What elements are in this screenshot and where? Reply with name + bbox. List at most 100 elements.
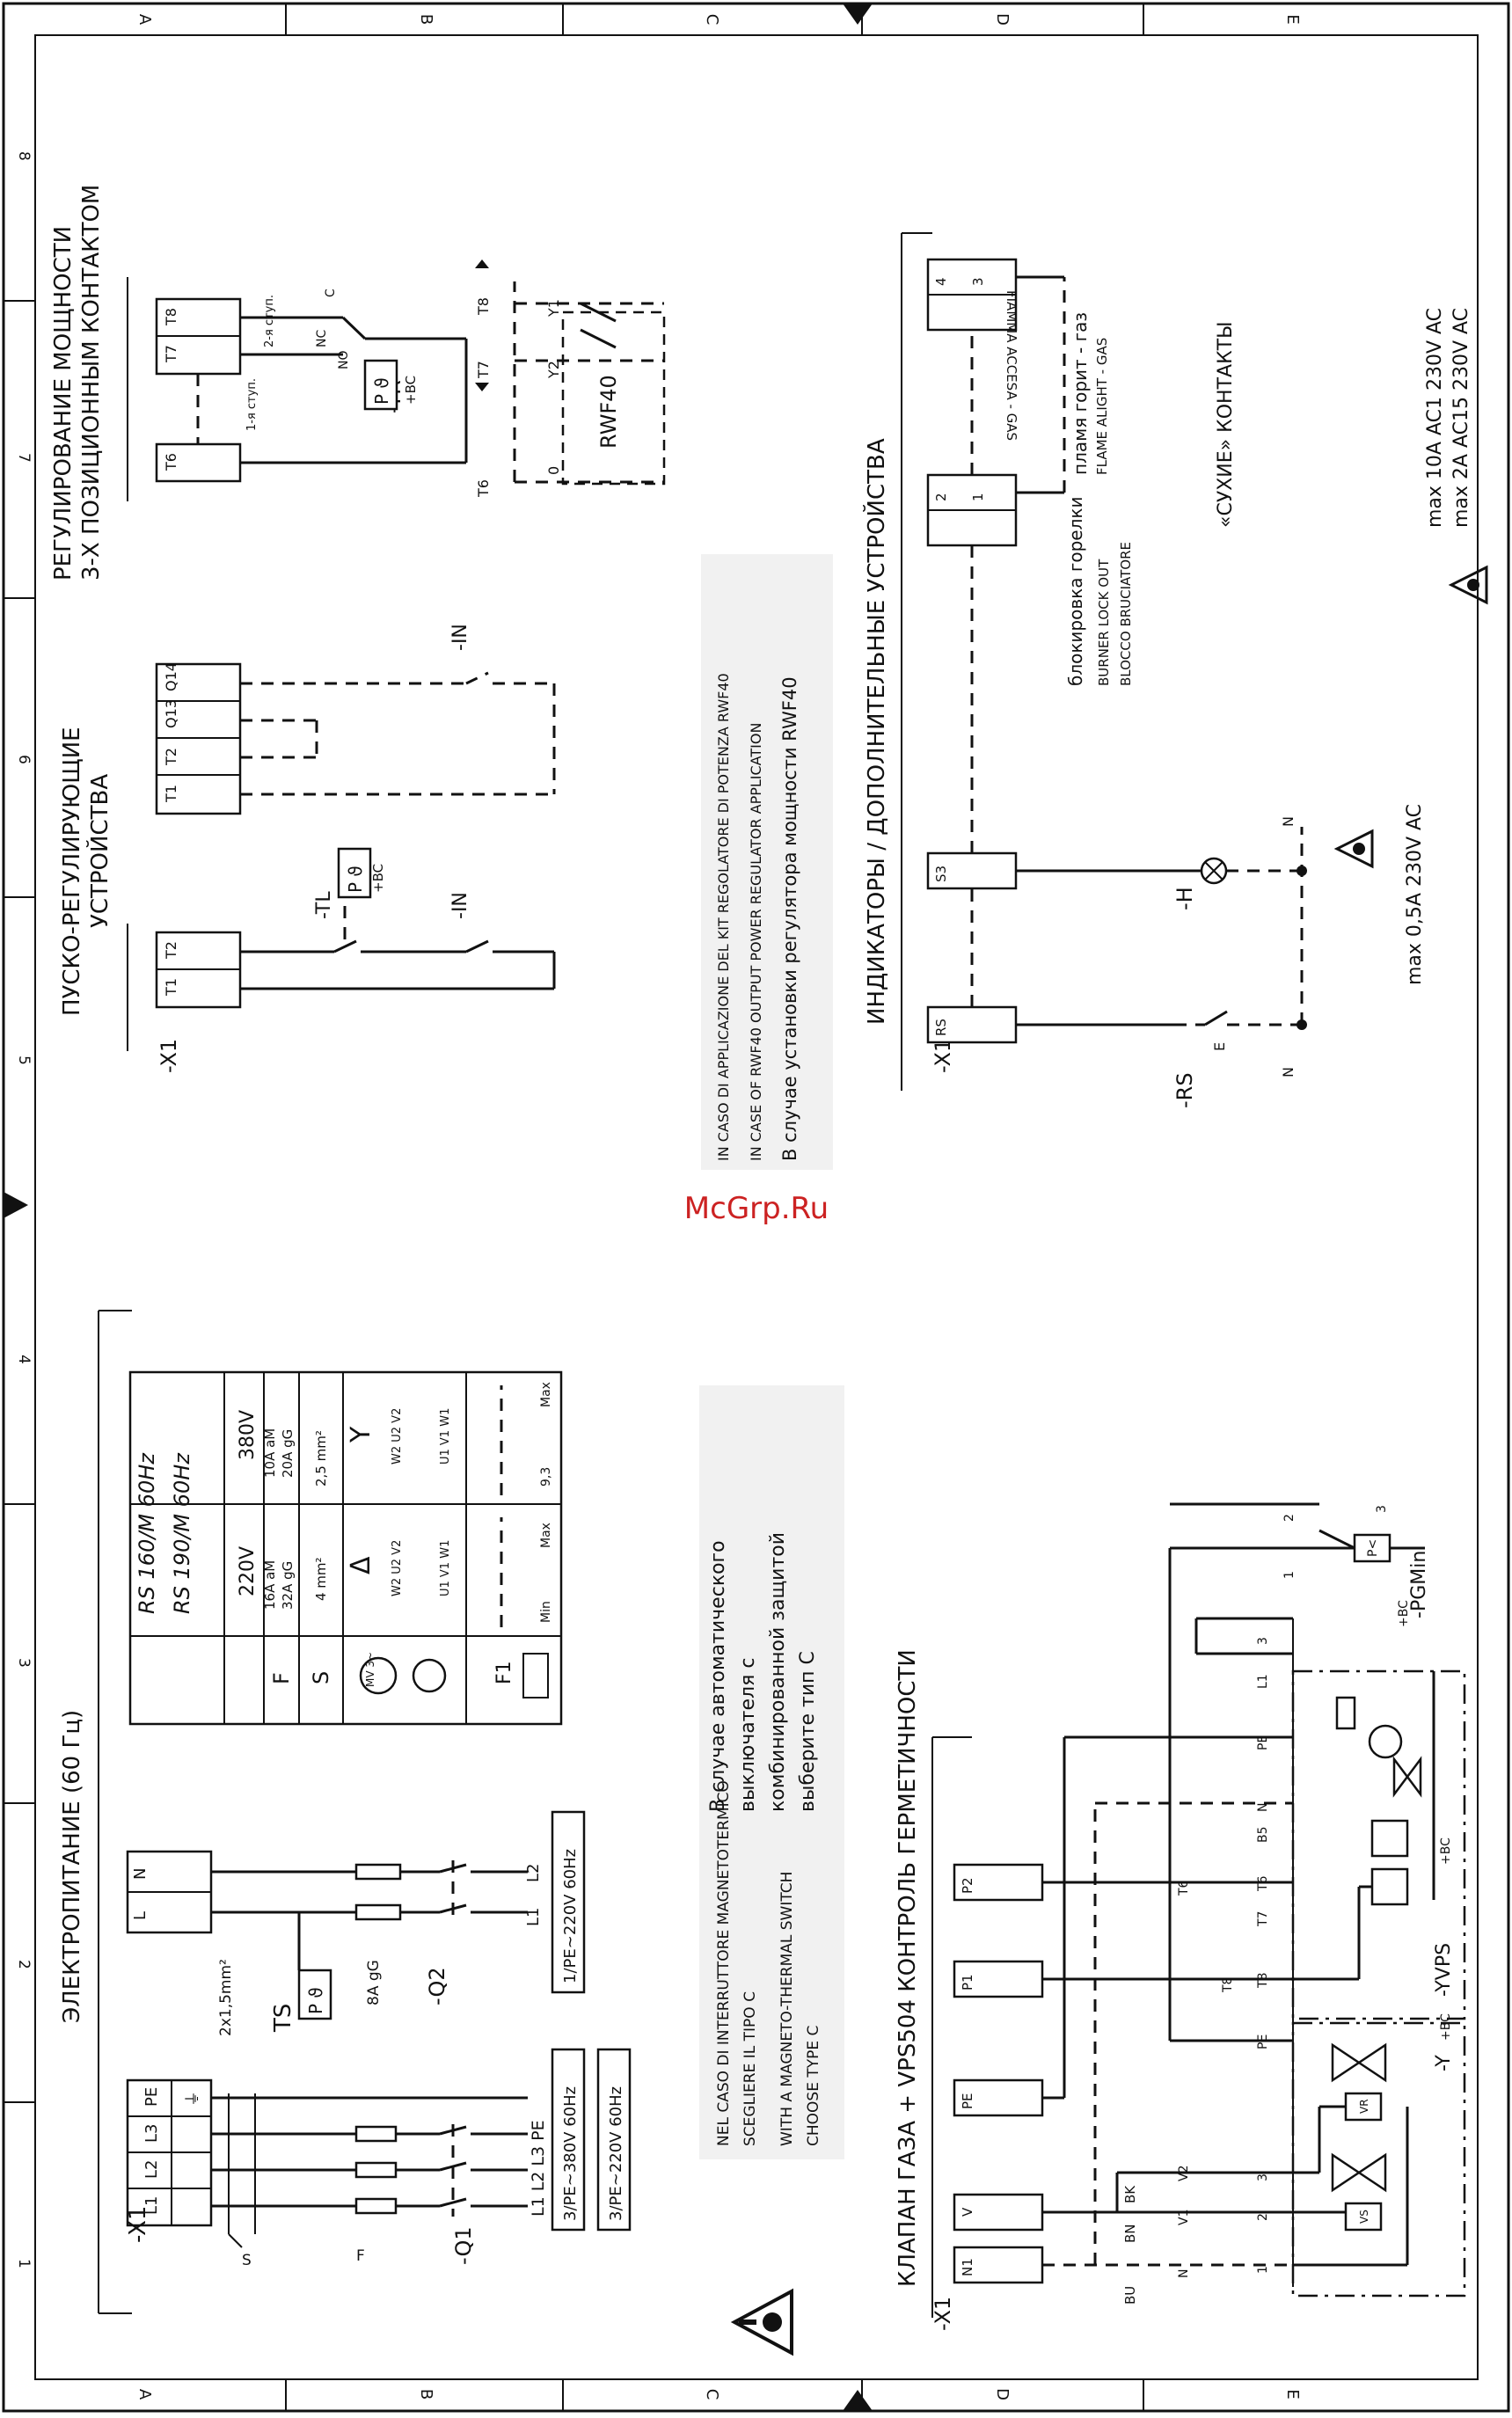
pin-t7: T7: [1256, 1911, 1270, 1927]
note-magneto-it1: NEL CASO DI INTERRUTTORE MAGNETOTERMICO: [715, 1780, 733, 2146]
fan-icon: [412, 1658, 447, 1693]
supply-380-box: [551, 2048, 586, 2232]
pin-3b: 3: [1256, 1637, 1270, 1645]
wire-code-t6: T6: [1177, 1880, 1191, 1896]
warning-icon-indicators: [1333, 829, 1374, 869]
ts-label: TS: [270, 2004, 296, 2033]
rwf40-label: RWF40: [596, 375, 621, 449]
star-93: 9,3: [539, 1467, 553, 1487]
pe-ground-icon: ⏚: [184, 2091, 202, 2107]
ts-p-theta: P ϑ: [305, 1987, 326, 2014]
yvps-bc: +BC: [1439, 1837, 1453, 1865]
start-x1-label: -X1: [157, 1039, 181, 1073]
gas-term-n1: N1: [960, 2258, 975, 2276]
terminal-l: L: [131, 1911, 150, 1920]
tl-p-theta: P ϑ: [345, 866, 366, 893]
h-label: -H: [1172, 887, 1197, 910]
y-bc: +BC: [1439, 2013, 1453, 2041]
reg-nc: NC: [315, 330, 329, 347]
section-title-reg-1: РЕГУЛИРОВАНИЕ МОЩНОСТИ: [50, 226, 77, 581]
breaker-q2-label: -Q2: [425, 1967, 449, 2005]
yvps-label: -YVPS: [1433, 1943, 1455, 1997]
gas-pgmin: P< 1 2 3: [1170, 1502, 1391, 1579]
tl-sensor-box: [337, 847, 372, 899]
start-t2: T2: [163, 941, 179, 960]
pin-b5: B5: [1256, 1826, 1270, 1843]
pgmin-label: -PGMin: [1408, 1551, 1430, 1618]
ind-s3-term: S3: [933, 866, 949, 882]
note-magneto-ru3: комбинированной защитой: [767, 1532, 789, 1812]
y-label: -Y: [1433, 2055, 1455, 2071]
f-380-b: 20A gG: [280, 1429, 296, 1478]
pgmin-pin-2: 2: [1282, 1514, 1297, 1522]
rwf40-block: T6 T7 T8 Y1 Y2 0 RWF40: [475, 259, 666, 498]
row-label-d-top: D: [993, 13, 1012, 26]
vps-motor-icon: [1368, 1724, 1403, 1759]
vr-label: VR: [1358, 2099, 1370, 2114]
lockout-it: BLOCCO BRUCIATORE: [1118, 542, 1134, 686]
start-r-t1: T1: [163, 785, 179, 803]
motor-icon: [359, 1656, 398, 1695]
lockout-en: BURNER LOCK OUT: [1096, 559, 1112, 686]
flame-ru: пламя горит - газ: [1070, 312, 1091, 475]
supply-220-label: 3/PE~220V 60Hz: [607, 2086, 625, 2221]
ind-t2: 2: [933, 493, 949, 501]
fuse-8a-label: 8A gG: [365, 1960, 383, 2005]
delta-min: Min: [539, 1601, 553, 1623]
star-term-top: W2 U2 V2: [391, 1408, 404, 1465]
reg-no: NO: [337, 351, 351, 370]
ind-x1-label: -X1: [931, 1039, 955, 1073]
star-max: Max: [539, 1382, 553, 1407]
wire-code-t8: T8: [1221, 1977, 1235, 1993]
tr-bc: +BC: [403, 376, 419, 405]
note-magneto-it2: SCEGLIERE IL TIPO C: [741, 1991, 759, 2146]
ind-t1: 1: [970, 493, 986, 501]
rwf-t8: T8: [475, 297, 492, 316]
supply-220-box: [596, 2048, 632, 2232]
delta-term-bot: U1 V1 W1: [439, 1540, 452, 1596]
pin-n: N: [1256, 1803, 1270, 1812]
section-title-reg-2: 3-Х ПОЗИЦИОННЫМ КОНТАКТОМ: [78, 185, 105, 581]
supply-1ph-label: 1/PE~220V 60Hz: [561, 1849, 580, 1983]
spec-table: RS 160/M 60Hz RS 190/M 60Hz 220V 380V F …: [128, 1370, 563, 1726]
ind-rs-term: RS: [933, 1019, 949, 1036]
row-label-e-top: E: [1283, 14, 1302, 24]
note-magneto-ru4: выберите тип С: [797, 1651, 819, 1812]
gas-terminals: N1 V PE P1 P2: [953, 1546, 1425, 2284]
max-2a-label: max 2A AC15 230V AC: [1450, 308, 1472, 528]
terminal-l1: L1: [142, 2196, 161, 2215]
section-title-gas: КЛАПАН ГАЗА + VPS504 КОНТРОЛЬ ГЕРМЕТИЧНО…: [895, 1649, 921, 2287]
max-10a-label: max 10A AC1 230V AC: [1424, 308, 1446, 528]
tr-sensor-box: [363, 359, 398, 411]
start-r-q14: Q14: [163, 662, 179, 691]
tl-label: -TL: [313, 891, 335, 919]
gas-x1-label: -X1: [931, 2297, 955, 2331]
col-380v: 380V: [237, 1410, 259, 1460]
frame-labels: A B C D E A B C D E 1 2 3 4 5 6 7 8: [15, 13, 1302, 2400]
ts-sensor-box: [297, 1969, 332, 2020]
row-label-b-top: B: [417, 14, 435, 25]
ind-terminals: RS S3 2 1 4 3: [926, 258, 1307, 1044]
in-label-1: -IN: [449, 892, 471, 919]
labels-3ph: L1 L2 L3 PE: [529, 2120, 548, 2217]
row-label-b-bottom: B: [417, 2389, 435, 2400]
section-title-start-1: ПУСКО-РЕГУЛИРУЮЩИЕ: [59, 727, 85, 1016]
wire-code-v1: V1: [1177, 2210, 1191, 2225]
vs-label: VS: [1358, 2210, 1370, 2224]
cable-2x15-label: 2x1,5mm²: [217, 1959, 235, 2036]
pin-pe: PE: [1256, 2034, 1270, 2049]
row-label-a-bottom: A: [135, 2389, 154, 2400]
note-rwf-ru: В случае установки регулятора мощности R…: [779, 676, 800, 1161]
row-s-key: S: [309, 1671, 333, 1684]
power-x1-label: -X1: [125, 2206, 151, 2243]
wire-bk: BK: [1122, 2185, 1138, 2203]
fuse-f-label: F: [356, 2247, 365, 2265]
ind-t3: 3: [970, 277, 986, 286]
reg-c: C: [324, 289, 338, 297]
rs-e-label: E: [1211, 1042, 1228, 1051]
pgmin-pin-3: 3: [1375, 1505, 1389, 1513]
f1-label: F1: [493, 1661, 515, 1684]
rwf-t6: T6: [475, 479, 492, 498]
note-rwf-box: [701, 554, 833, 1170]
ind-t4: 4: [933, 277, 949, 286]
